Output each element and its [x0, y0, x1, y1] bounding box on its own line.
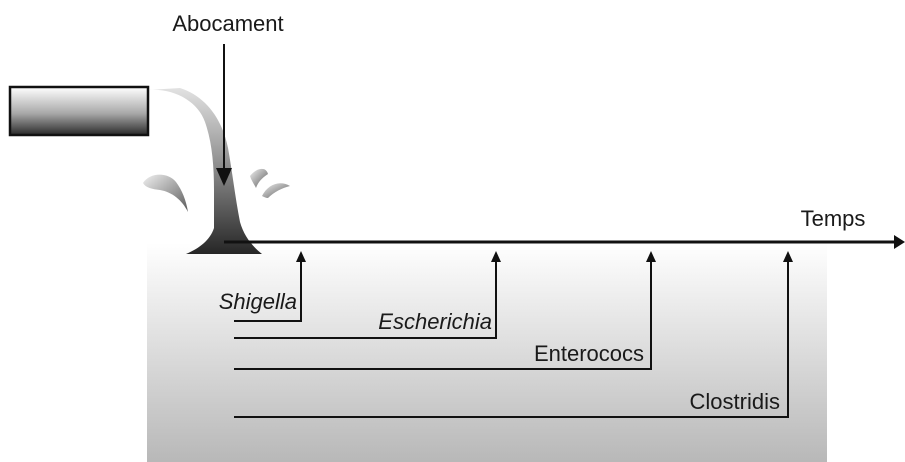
organism-label-clostridis: Clostridis: [690, 389, 780, 414]
splash-right-2: [262, 183, 290, 198]
time-axis-arrowhead: [894, 235, 905, 249]
outfall-label: Abocament: [172, 11, 283, 36]
organism-label-shigella: Shigella: [219, 289, 297, 314]
organism-label-escherichia: Escherichia: [378, 309, 492, 334]
splash-left: [143, 175, 188, 212]
splash-right: [250, 169, 268, 188]
water-body: [147, 243, 827, 462]
organism-label-enterococs: Enterococs: [534, 341, 644, 366]
discharge-pipe: [10, 87, 148, 135]
effluent-jet: [148, 88, 262, 254]
time-axis-label: Temps: [801, 206, 866, 231]
